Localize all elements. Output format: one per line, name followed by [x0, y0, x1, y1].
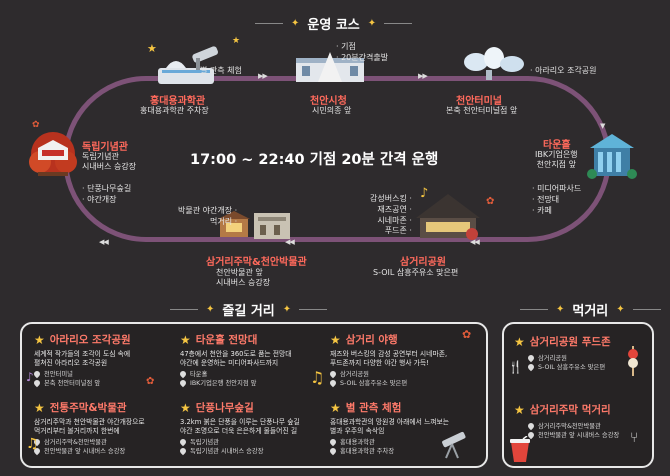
stop-tower-name: 타운홀 [543, 140, 571, 151]
star-icon: ★ [34, 400, 45, 415]
star-icon: ✦ [291, 18, 300, 29]
star-icon: ✦ [206, 304, 215, 315]
stop-note: 박물관 야간개장 · 먹거리 · [178, 206, 238, 226]
location-pin-icon [526, 362, 536, 372]
stop-samgeori-desc: S-OIL 삼흥주유소 맞은편 [373, 268, 459, 277]
leaf-icon: ✿ [32, 120, 40, 130]
location-pin-icon [32, 379, 42, 388]
star-icon: ★ [514, 334, 525, 349]
music-note-icon: ♫ [26, 436, 39, 452]
star-icon: ✦ [556, 304, 565, 315]
stage-icon [416, 194, 480, 240]
location-pin-icon [328, 438, 338, 447]
star-icon: ★ [34, 332, 45, 347]
skewer-icon [628, 346, 638, 376]
arrow-right-icon: ▶▶ [418, 72, 428, 80]
star-icon: ★ [180, 400, 191, 415]
music-note-icon: ♪ [420, 186, 429, 201]
location-pin-icon [328, 379, 338, 388]
activity-card: ★삼거리 야행 재즈와 버스킹의 감성 공연부터 시네마존,푸드존까지 다양한 … [328, 332, 448, 388]
stop-samgeori-name: 삼거리공원 [400, 257, 446, 268]
location-pin-icon [32, 370, 42, 379]
location-pin-icon [328, 447, 338, 456]
arrow-left-icon: ◀◀ [470, 238, 480, 246]
independence-hall-icon [29, 132, 77, 176]
arrow-left-icon: ◀◀ [99, 238, 109, 246]
star-icon: ★ [147, 42, 157, 55]
stop-note: · 기점 · 20분간격출발 [336, 42, 389, 62]
drink-cup-icon [510, 436, 530, 462]
star-icon: ✦ [616, 304, 625, 315]
location-pin-icon [178, 379, 188, 388]
saxophone-icon: ♫ [310, 368, 325, 387]
star-icon: ✦ [282, 304, 292, 315]
stop-cityhall-name: 천안시청 [310, 96, 347, 107]
leaf-icon: ✿ [462, 328, 472, 341]
stop-tower-desc: IBK기업은행 천안지점 앞 [535, 150, 578, 170]
food-card: ★삼거리주막 먹거리 삼거리주막&천안박물관 천안박물관 앞 시내버스 승강장 [514, 402, 620, 440]
activities-panel [20, 322, 488, 468]
stop-terminal-name: 천안터미널 [456, 96, 502, 107]
telescope-icon [442, 431, 466, 459]
sculpture-icon [464, 47, 524, 80]
food-heading: ✦ 먹거리 ✦ [520, 300, 661, 319]
star-icon: ★ [330, 400, 341, 415]
location-pin-icon [178, 447, 188, 456]
food-card: ★삼거리공원 푸드존 삼거리공원 S-OIL 삼흥주유소 맞은편 [514, 334, 611, 372]
arrow-right-icon: ▶▶ [258, 72, 268, 80]
location-pin-icon [178, 370, 188, 379]
schedule-text: 17:00 ~ 22:40 기점 20분 간격 운행 [190, 152, 439, 168]
music-note-icon: ♪ [26, 370, 34, 384]
location-pin-icon [178, 438, 188, 447]
observatory-icon [158, 46, 219, 84]
location-pin-icon [328, 370, 338, 379]
stop-note: · 아라리오 조각공원 [530, 66, 597, 75]
leaf-icon: ✿ [486, 196, 495, 207]
stop-terminal-desc: 본축 천안터미널점 앞 [446, 106, 518, 115]
arrow-left-icon: ◀◀ [285, 238, 295, 246]
stop-hongdae-name: 홍대용과학관 [150, 96, 206, 107]
stop-independence-desc: 독립기념관 시내버스 승강장 [82, 152, 137, 172]
stop-note: 별 관측 체험 [200, 66, 242, 75]
star-icon: ★ [180, 332, 191, 347]
leaf-icon: ✿ [146, 376, 155, 387]
course-heading: ✦ 운영 코스 ✦ [255, 14, 413, 33]
star-icon: ★ [330, 332, 341, 347]
stop-note: 감성버스킹 · 재즈공연 · 시네마존 · 푸드존 · [370, 194, 412, 236]
stop-note: · 미디어파사드 · 전망대 · 카페 [532, 184, 582, 215]
fork-icon: ⑂ [630, 430, 639, 446]
tower-icon [587, 134, 637, 179]
stop-note: · 단풍나무숲길 · 야간개장 [82, 184, 132, 204]
stop-museum-desc: 천안박물관 앞 시내버스 승강장 [216, 268, 271, 288]
stop-hongdae-desc: 홍대용과학관 주차장 [140, 106, 209, 115]
city-hall-icon [296, 52, 364, 82]
arrow-down-icon: ▼ [600, 122, 605, 130]
star-icon: ✦ [367, 18, 377, 29]
stop-museum-name: 삼거리주막&천안박물관 [206, 257, 307, 268]
stop-cityhall-desc: 시민의종 앞 [312, 106, 352, 115]
location-pin-icon [526, 353, 536, 363]
stop-independence-name: 독립기념관 [82, 142, 128, 153]
location-pin-icon [526, 421, 536, 431]
activities-heading: ✦ 즐길 거리 ✦ [170, 300, 328, 319]
fork-icon: 🍴 [508, 360, 523, 374]
museum-icon [218, 211, 290, 239]
star-icon: ★ [232, 36, 241, 46]
star-icon: ★ [514, 402, 525, 417]
